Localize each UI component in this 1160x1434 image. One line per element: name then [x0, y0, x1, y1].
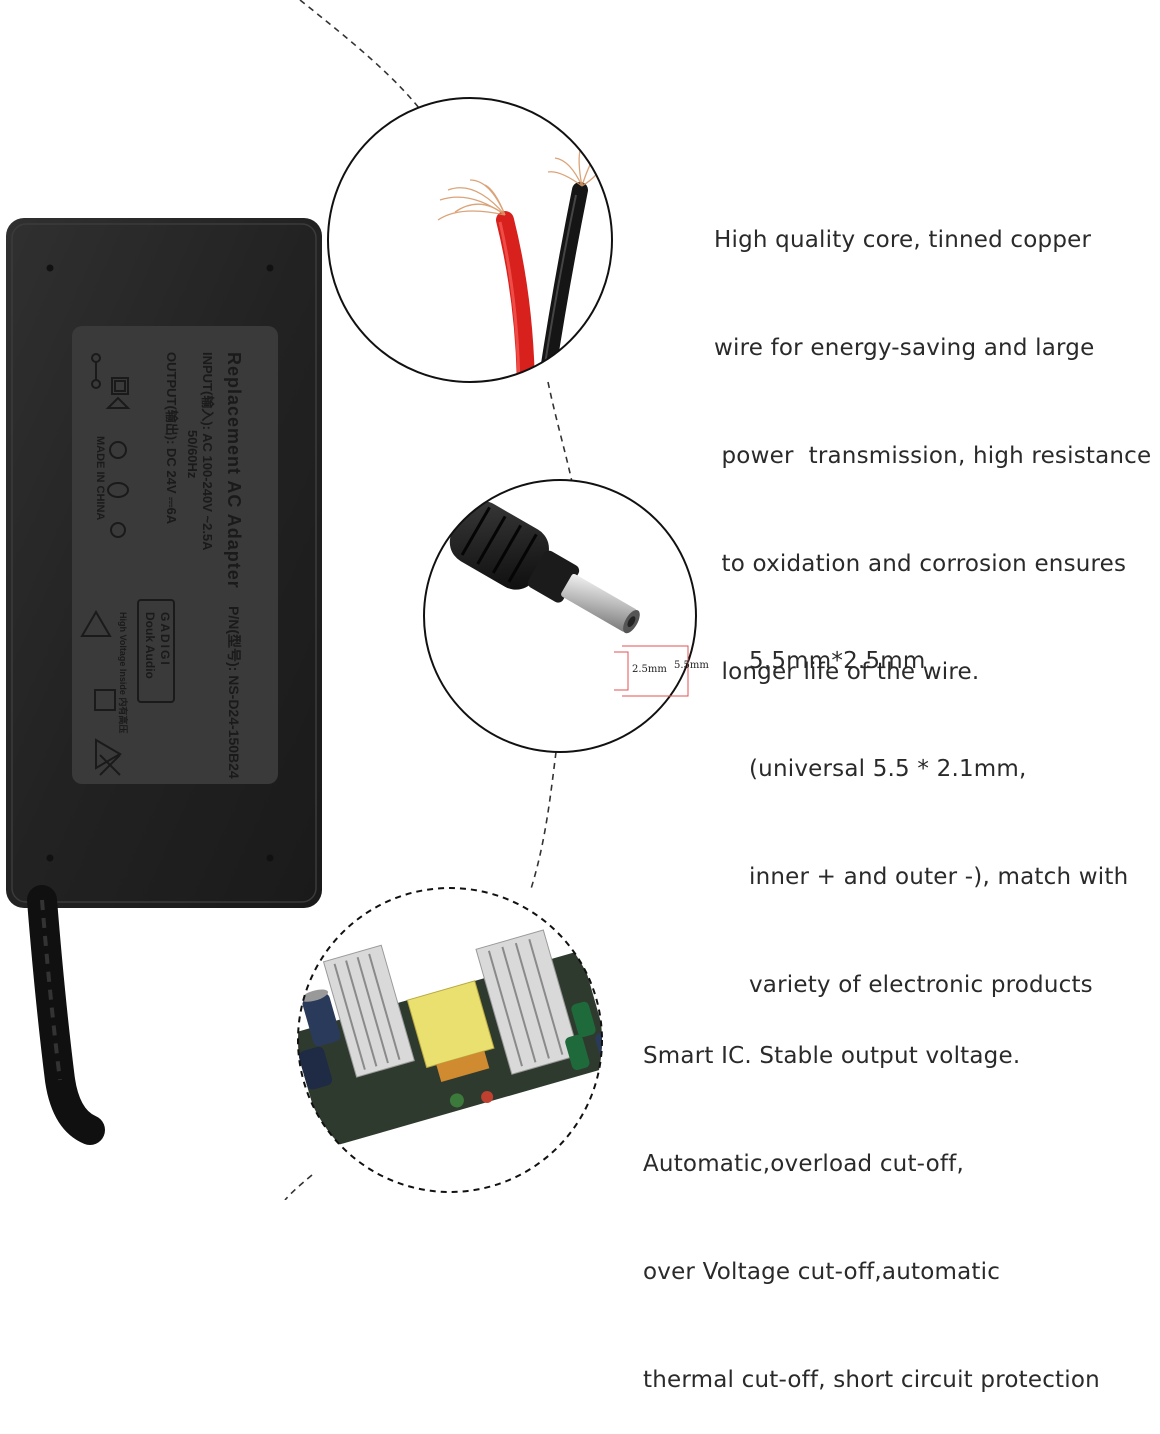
dashed-line-bottom — [284, 1174, 313, 1200]
plug-feature-line: variety of electronic products — [749, 972, 1093, 998]
plug-feature-text: 5.5mm*2.5mm (universal 5.5 * 2.1mm, inne… — [749, 571, 1128, 1039]
wire-closeup — [327, 97, 613, 383]
product-illustration — [6, 0, 697, 1200]
wire-feature-line: wire for energy-saving and large — [714, 335, 1095, 361]
adapter-label-input: INPUT(输入): AC 100-240V ~2.5A — [200, 352, 215, 551]
dashed-line-wire-to-plug — [547, 381, 573, 483]
plug-feature-line: inner + and outer -), match with — [749, 864, 1129, 890]
adapter-label-origin: MADE IN CHINA — [94, 436, 106, 521]
plug-feature-line: (universal 5.5 * 2.1mm, — [749, 756, 1027, 782]
ic-feature-line: thermal cut-off, short circuit protectio… — [643, 1367, 1100, 1393]
red-wire — [496, 211, 535, 382]
adapter-label-panel — [72, 326, 278, 784]
adapter-cable — [27, 885, 105, 1145]
ic-feature-text: Smart IC. Stable output voltage. Automat… — [643, 966, 1100, 1434]
wire-feature-line: power transmission, high resistance — [714, 443, 1152, 469]
wire-feature-line: longer life of the wire. — [714, 659, 980, 685]
wire-feature-text: High quality core, tinned copper wire fo… — [714, 150, 1151, 726]
ic-feature-line: over Voltage cut-off,automatic — [643, 1259, 1001, 1285]
dc-plug-closeup — [423, 479, 697, 753]
inner-diameter-label: 2.5mm — [632, 664, 667, 675]
wire-feature-line: to oxidation and corrosion ensures — [714, 551, 1127, 577]
wire-feature-line: High quality core, tinned copper — [714, 227, 1092, 253]
dashed-line-plug-to-ic — [529, 751, 557, 893]
adapter-label-part-number: P/N(型号): NS-D24-150B24 — [226, 606, 242, 779]
adapter-label-brand-top: GADIGI — [158, 612, 172, 667]
adapter-label-output: OUTPUT(输出): DC 24V ⎓6A — [164, 352, 179, 525]
dashed-connector-lines — [284, 0, 573, 1200]
ic-feature-line: Automatic,overload cut-off, — [643, 1151, 964, 1177]
dashed-line-top — [299, 0, 429, 121]
outer-diameter-label: 5.5mm — [674, 660, 709, 671]
power-adapter-brick — [6, 218, 322, 908]
ic-feature-line: Smart IC. Stable output voltage. — [643, 1043, 1021, 1069]
adapter-label-brand-bottom: Douk Audio — [143, 612, 157, 679]
adapter-label-warning: High Voltage Inside 内有高压 — [118, 612, 128, 734]
adapter-label-frequency: 50/60Hz — [185, 430, 200, 479]
adapter-label-title: Replacement AC Adapter — [224, 352, 244, 589]
plug-feature-line: 5.5mm*2.5mm — [749, 648, 926, 674]
dimension-guides — [614, 645, 689, 697]
circuit-board-closeup — [297, 887, 603, 1193]
